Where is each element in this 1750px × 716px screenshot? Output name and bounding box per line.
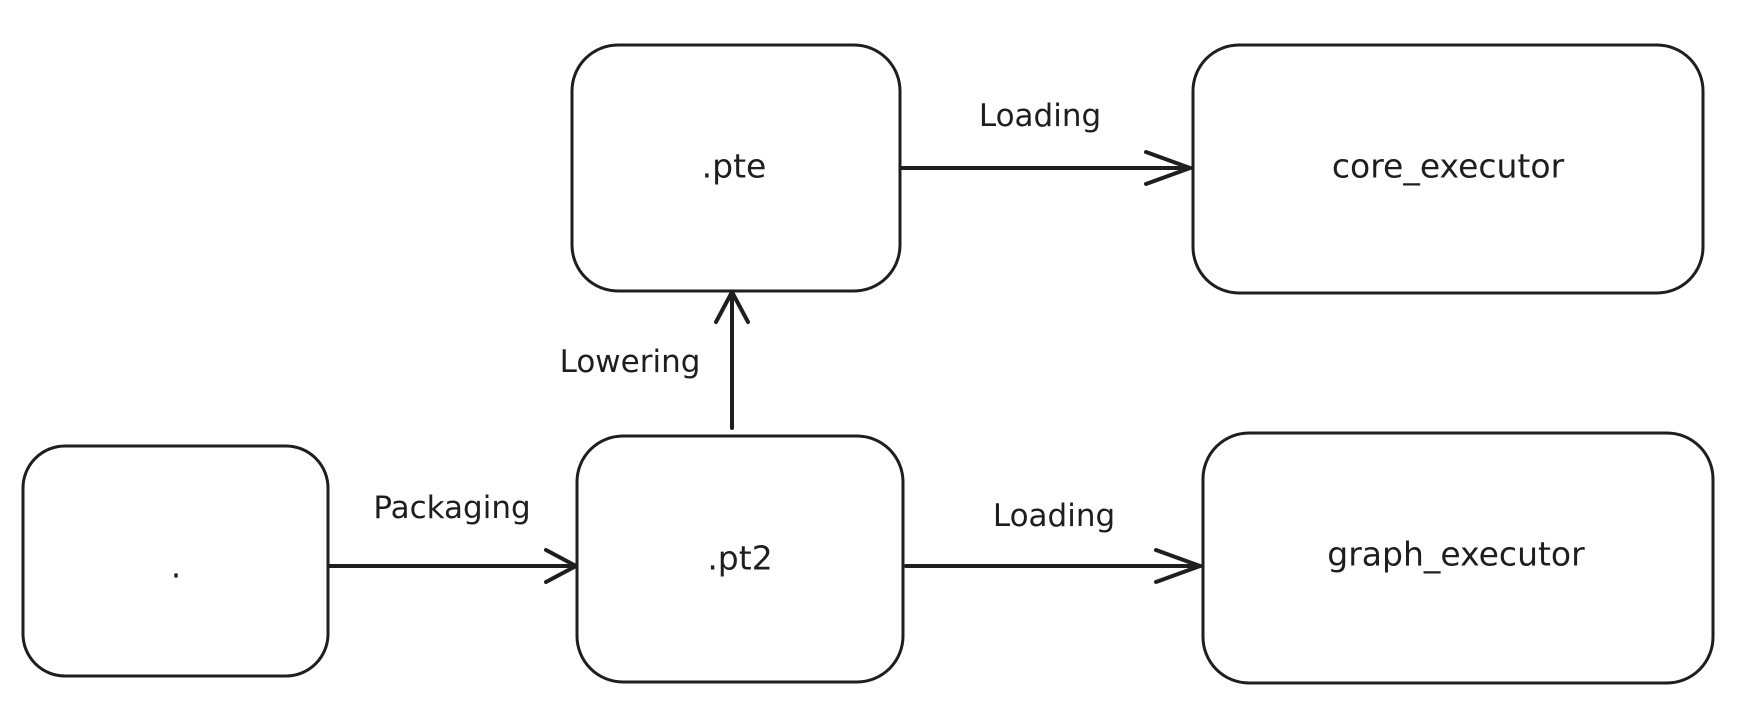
node-ep: .: [21, 444, 330, 678]
node-pt2-label: .pt2: [707, 539, 772, 578]
node-graph-executor-label: graph_executor: [1327, 535, 1585, 574]
node-pte-label: .pte: [702, 147, 767, 186]
node-core-executor-box: [1191, 43, 1705, 295]
edge-pt2-to-graph-executor: Loading: [904, 498, 1202, 584]
node-pte-box: [570, 43, 902, 293]
node-graph-executor-box: [1201, 431, 1715, 685]
node-pt2-box: [575, 434, 905, 684]
node-ep-label: .: [171, 547, 182, 586]
edge-ep-to-pt2: Packaging: [326, 490, 578, 584]
node-core-executor-label: core_executor: [1332, 147, 1565, 186]
edge-pte-to-core-executor-arrowhead: [1144, 150, 1192, 186]
edge-pte-to-core-executor: Loading: [898, 98, 1192, 186]
edge-label-lowering: Lowering: [560, 344, 701, 380]
node-graph-executor: graph_executor: [1201, 431, 1715, 685]
edge-label-packaging: Packaging: [373, 490, 530, 526]
edge-label-loading-bottom: Loading: [993, 498, 1115, 534]
node-core-executor: core_executor: [1191, 43, 1705, 295]
edge-pt2-to-pte: Lowering: [560, 290, 750, 430]
node-ep-box: [21, 444, 330, 678]
edge-pt2-to-graph-executor-arrowhead: [1154, 548, 1202, 584]
edge-label-loading-top: Loading: [979, 98, 1101, 134]
node-pt2: .pt2: [575, 434, 905, 684]
node-pte: .pte: [570, 43, 902, 293]
